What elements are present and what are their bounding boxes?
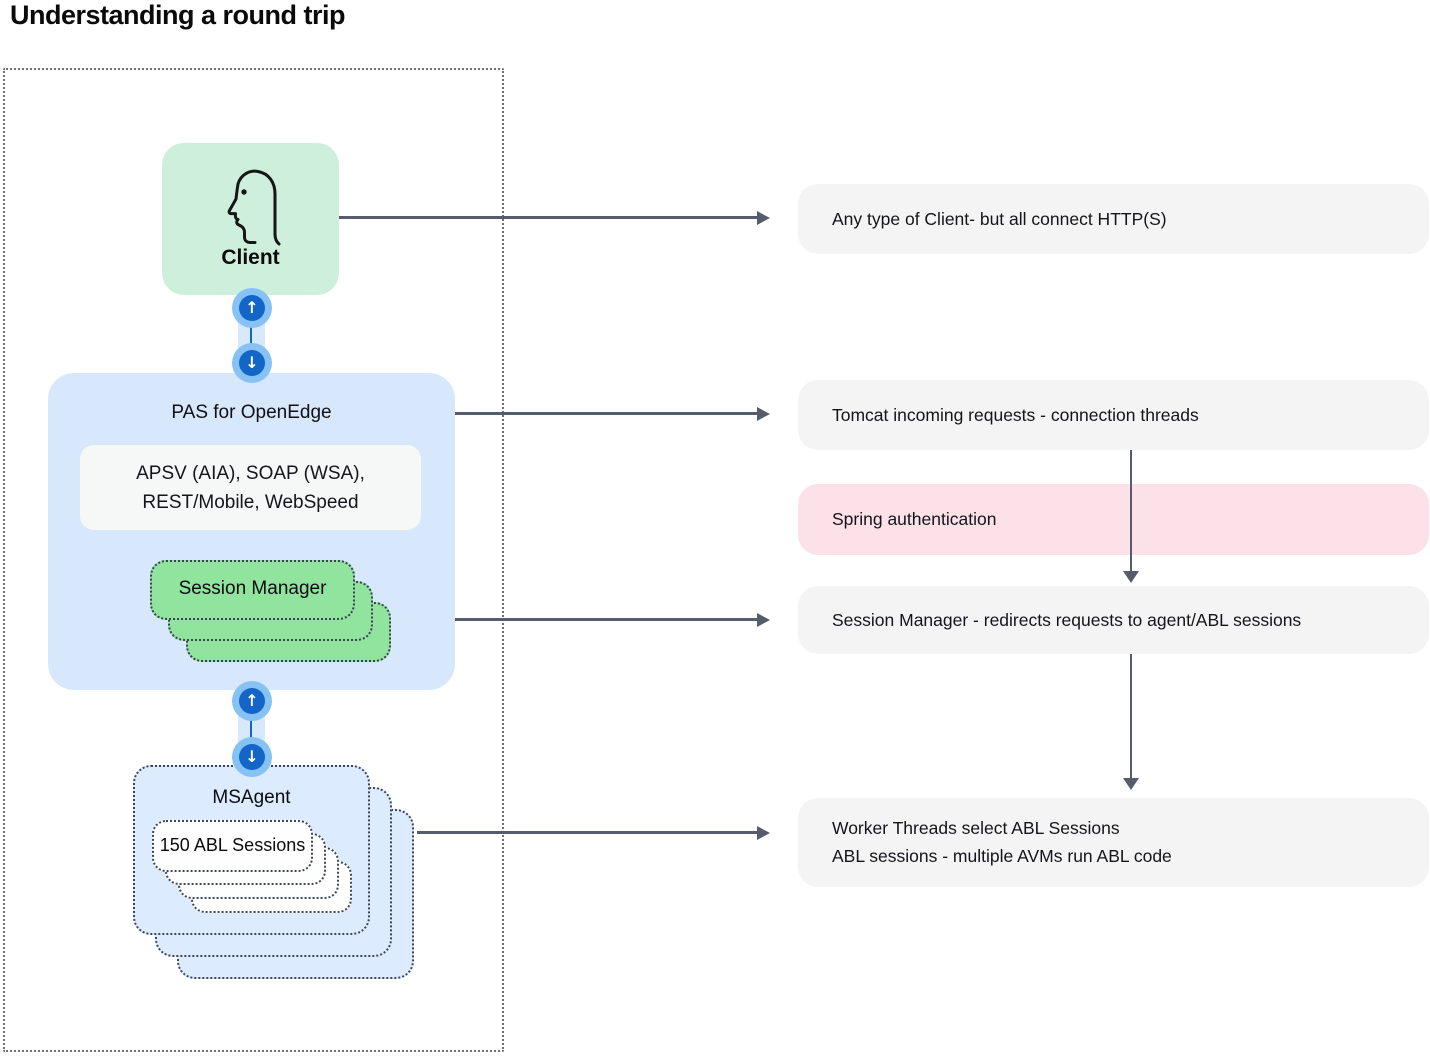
page-title: Understanding a round trip bbox=[10, 0, 346, 30]
client-label: Client bbox=[221, 246, 280, 269]
arrowhead-right-icon bbox=[757, 613, 770, 627]
arrow-session-manager-to-note bbox=[455, 613, 770, 627]
down-arrow-icon: ↓ bbox=[232, 737, 272, 777]
arrow-shaft bbox=[1130, 654, 1132, 778]
arrow-pas-to-note bbox=[455, 407, 770, 421]
abl-sessions-card-front: 150 ABL Sessions bbox=[152, 820, 313, 872]
up-arrow-glyph: ↑ bbox=[239, 295, 265, 321]
arrow-client-to-note bbox=[339, 211, 770, 225]
arrow-shaft bbox=[417, 831, 758, 834]
arrow-tomcat-to-session-manager bbox=[1123, 450, 1139, 583]
msagent-label: MSAgent bbox=[212, 787, 291, 808]
down-arrow-icon: ↓ bbox=[232, 343, 272, 383]
note-client: Any type of Client- but all connect HTTP… bbox=[798, 184, 1429, 254]
pas-transports-box: APSV (AIA), SOAP (WSA), REST/Mobile, Web… bbox=[80, 445, 421, 530]
client-pas-link-line bbox=[250, 308, 252, 363]
pas-transports-line1: APSV (AIA), SOAP (WSA), bbox=[136, 463, 365, 484]
note-tomcat-text: Tomcat incoming requests - connection th… bbox=[832, 404, 1199, 425]
up-arrow-glyph: ↑ bbox=[239, 688, 265, 714]
down-arrow-glyph: ↓ bbox=[239, 350, 265, 376]
arrowhead-down-icon bbox=[1123, 778, 1139, 790]
round-trip-boundary bbox=[3, 68, 504, 1052]
arrowhead-down-icon bbox=[1123, 571, 1139, 583]
pas-transports-line2: REST/Mobile, WebSpeed bbox=[142, 492, 359, 513]
note-worker-threads: Worker Threads select ABL Sessions ABL s… bbox=[798, 798, 1429, 887]
arrowhead-right-icon bbox=[757, 211, 770, 225]
note-worker-threads-line1: Worker Threads select ABL Sessions bbox=[832, 818, 1120, 838]
pas-label: PAS for OpenEdge bbox=[171, 402, 332, 423]
arrow-session-manager-to-worker-threads bbox=[1123, 654, 1139, 790]
arrowhead-right-icon bbox=[757, 826, 770, 840]
up-arrow-icon: ↑ bbox=[232, 288, 272, 328]
client-node: Client bbox=[162, 143, 339, 295]
up-arrow-icon: ↑ bbox=[232, 681, 272, 721]
abl-sessions-label: 150 ABL Sessions bbox=[159, 835, 306, 855]
note-spring-auth-text: Spring authentication bbox=[832, 509, 997, 529]
note-worker-threads-line2: ABL sessions - multiple AVMs run ABL cod… bbox=[832, 845, 1172, 866]
arrow-shaft bbox=[339, 216, 758, 219]
session-manager-label: Session Manager bbox=[178, 578, 327, 599]
arrow-shaft bbox=[455, 618, 758, 621]
note-client-text: Any type of Client- but all connect HTTP… bbox=[832, 208, 1167, 229]
down-arrow-glyph: ↓ bbox=[239, 744, 265, 770]
person-head-icon bbox=[227, 169, 281, 246]
note-session-manager-text: Session Manager - redirects requests to … bbox=[832, 609, 1302, 630]
note-spring-auth: Spring authentication bbox=[798, 484, 1429, 555]
arrow-msagent-to-note bbox=[417, 826, 770, 840]
pas-msagent-link-line bbox=[250, 711, 252, 747]
arrow-shaft bbox=[455, 412, 758, 415]
arrow-shaft bbox=[1130, 450, 1132, 571]
arrowhead-right-icon bbox=[757, 407, 770, 421]
note-tomcat: Tomcat incoming requests - connection th… bbox=[798, 380, 1429, 450]
note-session-manager: Session Manager - redirects requests to … bbox=[798, 586, 1429, 654]
session-manager-card-front: Session Manager bbox=[150, 560, 355, 620]
